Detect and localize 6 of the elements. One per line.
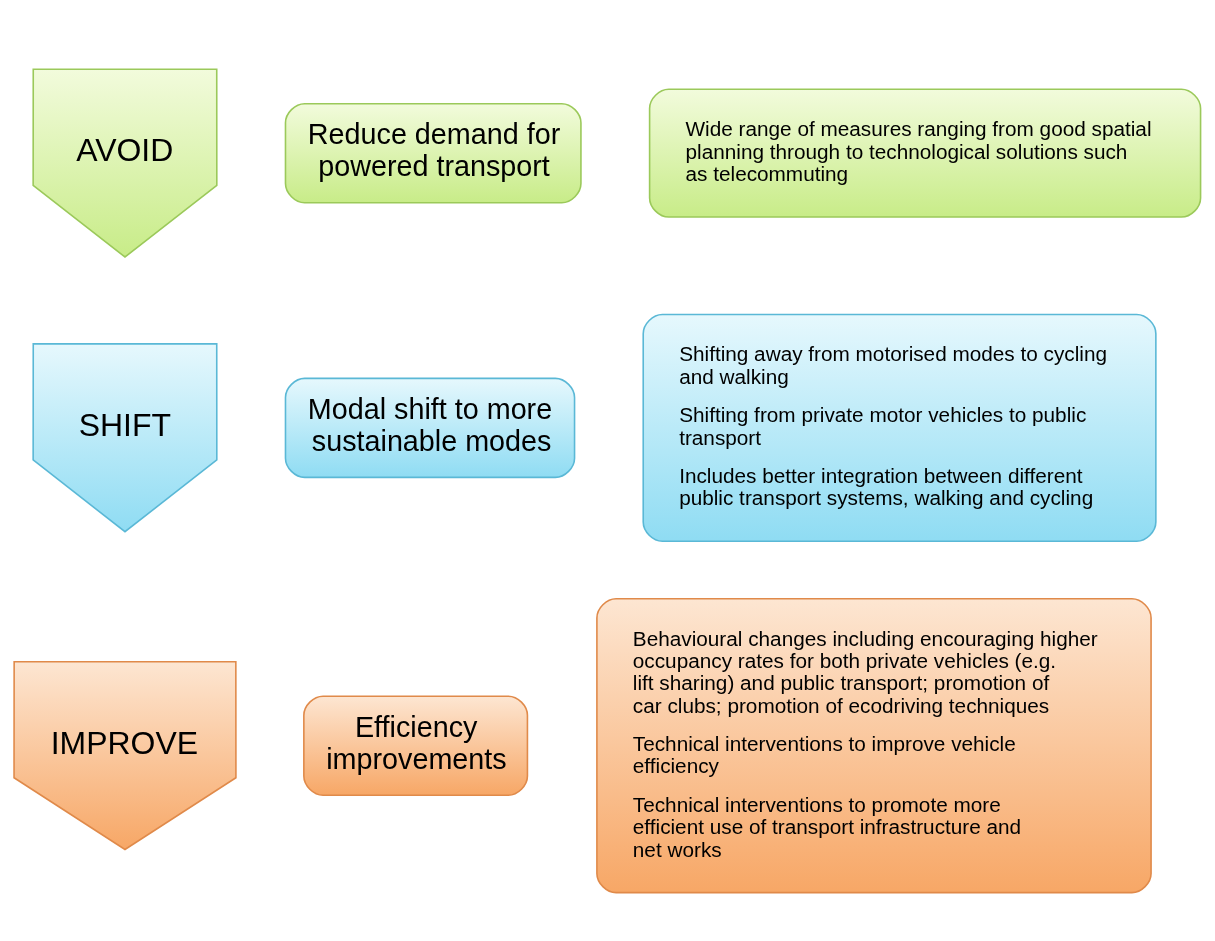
node-box: Behavioural changes including encouraging higher occupancy rates for both private vehicles (e.g. lift sharing) and public transport; promotion of car clubs; promotion of ecodriving techniques Technical interventions to improve vehicle efficiency Technical interventions to promote more efficient use of transport infrastructure and net works bbox=[596, 597, 1152, 893]
node-box: Shifting away from motorised modes to cycling and walking Shifting from private motor vehicles to public transport Includes better integration between different public transport systems, walking and cycling bbox=[642, 313, 1157, 542]
node-box: Reduce demand for powered transport bbox=[284, 102, 582, 203]
node-box: Efficiency improvements bbox=[303, 694, 529, 796]
node-box: Wide range of measures ranging from good spatial planning through to technological solutions such as telecommuting bbox=[648, 88, 1202, 218]
node-box: Modal shift to more sustainable modes bbox=[284, 377, 576, 478]
